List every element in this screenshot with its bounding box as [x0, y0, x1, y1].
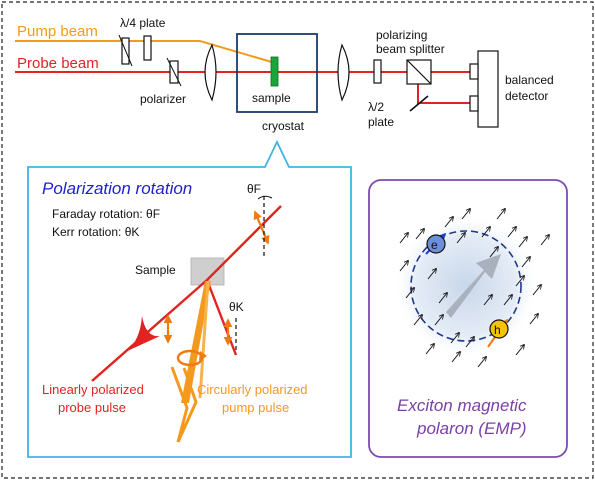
- spin-arrow: [518, 237, 527, 248]
- spin-arrow: [444, 217, 453, 228]
- pump-pulse-label-line2: pump pulse: [222, 400, 289, 415]
- cryostat-label: cryostat: [262, 119, 305, 133]
- transmitted-polarization-arrow: [253, 210, 270, 245]
- spin-arrow: [489, 247, 498, 258]
- mirror: [409, 95, 429, 112]
- spin-arrow: [405, 288, 414, 299]
- spin-arrow: [483, 295, 492, 306]
- probe-pulse-label-line2: probe pulse: [58, 400, 126, 415]
- spin-arrow: [415, 229, 424, 240]
- electron: [426, 234, 446, 254]
- spin-arrow: [532, 285, 541, 296]
- faraday-rotation-text: Faraday rotation: θF: [52, 207, 160, 221]
- spin-arrow: [399, 261, 408, 272]
- half-wave-label-line1: λ/2: [368, 100, 384, 114]
- detector-label-line2: detector: [505, 89, 548, 103]
- spin-arrow: [465, 337, 474, 348]
- spin-arrow: [438, 293, 447, 304]
- probe-incident-ray: [91, 279, 208, 382]
- emp-caption-line1: Exciton magnetic: [397, 396, 527, 415]
- spin-arrow: [451, 352, 460, 363]
- pump-beam: [15, 40, 276, 64]
- probe-pulse-label-line1: Linearly polarized: [42, 382, 144, 397]
- spin-arrow: [413, 315, 422, 326]
- setup-diagram: Pump beam Probe beam λ/4 plate polarizer…: [15, 16, 554, 133]
- emp-panel: e h Exciton magnetic polaron (EMP): [368, 179, 568, 458]
- pump-beam-label: Pump beam: [17, 23, 98, 40]
- photodiode-1: [469, 63, 479, 80]
- spin-arrow: [515, 345, 524, 356]
- spin-arrow: [434, 315, 443, 326]
- spin-arrow: [399, 233, 408, 244]
- spin-arrow: [481, 227, 490, 238]
- electron-label: e: [431, 238, 438, 252]
- polarization-rotation-panel: Polarization rotation Faraday rotation: …: [27, 139, 352, 458]
- polarizer-label: polarizer: [140, 92, 186, 106]
- hole: [489, 319, 509, 339]
- pump-pulse-shape: [170, 366, 198, 443]
- spin-arrow: [521, 257, 530, 268]
- spin-arrow: [503, 295, 512, 306]
- balanced-detector: [477, 50, 499, 128]
- sample-square-label: Sample: [135, 263, 176, 277]
- emp-boundary: [410, 230, 522, 342]
- pump-ray: [181, 281, 211, 403]
- emp-caption-line2: polaron (EMP): [416, 419, 527, 438]
- sample-label: sample: [252, 91, 291, 105]
- pump-pulse-label-line1: Circularly polarized: [197, 382, 308, 397]
- sample-crystal: [270, 56, 279, 87]
- spin-arrow: [477, 357, 486, 368]
- spin-arrow: [427, 269, 436, 280]
- pbs-label-line2: beam splitter: [376, 42, 445, 56]
- theta-f-label: θF: [247, 182, 261, 196]
- spin-arrow: [507, 227, 516, 238]
- detector-label-line1: balanced: [505, 73, 554, 87]
- half-wave-label-line2: plate: [368, 115, 394, 129]
- hole-label: h: [494, 323, 501, 337]
- rotation-title: Polarization rotation: [42, 179, 192, 198]
- photodiode-2: [469, 95, 479, 112]
- probe-pulse-shape: [125, 316, 160, 352]
- spin-arrow: [461, 209, 470, 220]
- spin-arrows: [399, 209, 549, 368]
- spin-arrow: [456, 233, 465, 244]
- spin-arrow: [529, 314, 538, 325]
- probe-beam-label: Probe beam: [17, 55, 99, 72]
- spin-arrow: [496, 209, 505, 220]
- pbs-label-line1: polarizing: [376, 28, 427, 42]
- half-wave-plate: [373, 59, 382, 84]
- focusing-lens: [204, 43, 217, 102]
- theta-k-label: θK: [229, 300, 244, 314]
- kerr-rotation-text: Kerr rotation: θK: [52, 225, 139, 239]
- spin-arrow: [450, 333, 459, 344]
- spin-arrow: [540, 235, 549, 246]
- spin-arrow: [425, 344, 434, 355]
- spin-arrow: [515, 276, 524, 287]
- collimating-lens: [337, 43, 350, 102]
- callout-border: [27, 139, 352, 458]
- quarter-wave-label: λ/4 plate: [120, 16, 166, 30]
- cryostat-box: [236, 33, 318, 113]
- magnetization-arrow: [446, 254, 501, 318]
- quarter-wave-plate-2: [143, 35, 152, 61]
